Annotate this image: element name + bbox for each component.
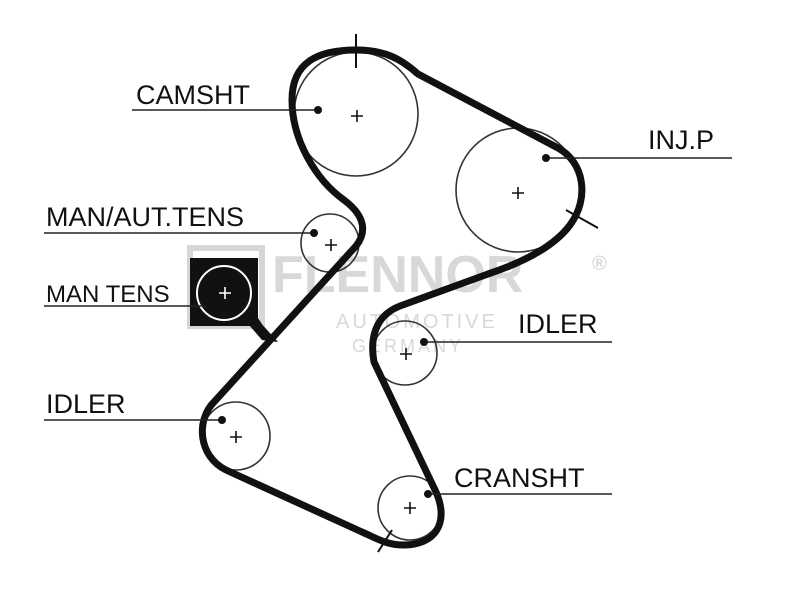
- timing-marks: [355, 34, 599, 553]
- label-man-tensioner: MAN TENS: [46, 281, 170, 308]
- label-man-aut-tensioner: MAN/AUT.TENS: [46, 202, 244, 232]
- center-marks: [219, 110, 524, 514]
- label-camshaft: CAMSHT: [136, 80, 250, 110]
- label-idler-right: IDLER: [518, 309, 598, 339]
- label-idler-left: IDLER: [46, 389, 126, 419]
- camshaft-pulley: [293, 51, 419, 177]
- label-crankshaft: CRANSHT: [454, 463, 585, 493]
- leader-dots: [218, 106, 550, 498]
- man-tens-bracket: [190, 258, 278, 342]
- watermark-line1: AUTOMOTIVE: [336, 311, 498, 333]
- watermark-registered: ®: [592, 253, 607, 275]
- label-injection-pump: INJ.P: [648, 125, 714, 155]
- watermark-line2: GERMANY: [352, 336, 464, 356]
- leader-lines: [44, 109, 732, 495]
- timing-belt: [198, 46, 586, 549]
- man-tensioner-pulley: [196, 265, 252, 321]
